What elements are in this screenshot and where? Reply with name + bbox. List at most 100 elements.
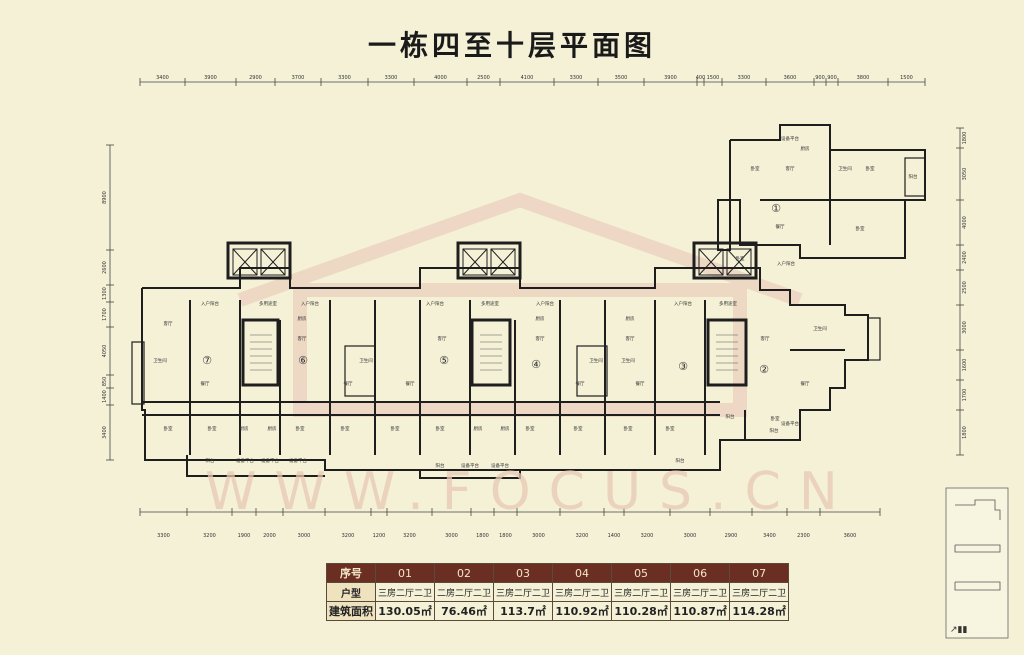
dim-label: 3200 xyxy=(203,533,216,539)
room-label: 多用途室 xyxy=(481,300,499,307)
table-header-cell: 04 xyxy=(552,563,613,583)
dim-label: 4100 xyxy=(521,75,534,81)
table-cell: 三房二厅二卫 xyxy=(611,582,672,602)
dim-label: 3400 xyxy=(156,75,169,81)
room-label: 卧室 xyxy=(296,425,305,432)
room-label: 设备平台 xyxy=(491,462,509,469)
dim-label: 2500 xyxy=(962,281,968,294)
table-header-cell: 07 xyxy=(729,563,790,583)
dim-label: 2500 xyxy=(477,75,490,81)
dim-label: 1400 xyxy=(102,390,108,403)
table-header-cell: 02 xyxy=(434,563,495,583)
dim-label: 3400 xyxy=(102,426,108,439)
watermark-logo xyxy=(237,192,803,417)
svg-text:↗▮▮: ↗▮▮ xyxy=(950,625,967,635)
dim-label: 3200 xyxy=(576,533,589,539)
room-label: 卧室 xyxy=(666,425,675,432)
dim-label: 4000 xyxy=(962,216,968,229)
table-row: 建筑面积 130.05㎡ 76.46㎡ 113.7㎡ 110.92㎡ 110.2… xyxy=(326,601,790,621)
dim-label: 3200 xyxy=(342,533,355,539)
room-label: 餐厅 xyxy=(576,380,585,387)
dim-label: 1300 xyxy=(102,287,108,300)
dim-label: 1500 xyxy=(707,75,720,81)
elevator-shafts xyxy=(232,248,752,276)
room-label: 设备平台 xyxy=(261,457,279,464)
dim-label: 2300 xyxy=(797,533,810,539)
room-label: 餐厅 xyxy=(406,380,415,387)
dim-label: 3000 xyxy=(684,533,697,539)
table-cell: 三房二厅二卫 xyxy=(670,582,731,602)
watermark-text: WWW.FOCUS.CN xyxy=(205,462,856,522)
dim-label: 3900 xyxy=(664,75,677,81)
dim-label: 850 xyxy=(102,377,108,387)
table-cell: 114.28㎡ xyxy=(729,601,790,621)
unit-marker: ② xyxy=(759,363,769,376)
room-label: 客厅 xyxy=(164,320,173,327)
dim-left-ticks: 8900 2600 1300 1700 4050 850 1400 3400 xyxy=(102,144,114,461)
unit-marker: ④ xyxy=(531,358,541,371)
dim-label: 1800 xyxy=(476,533,489,539)
room-label: 卫生间 xyxy=(153,357,167,364)
room-label: 厨房 xyxy=(626,315,635,322)
unit-area-table: 序号 01 02 03 04 05 06 07 户型 三房二厅二卫 二房二厅二卫… xyxy=(326,563,790,621)
room-label: 厨房 xyxy=(801,145,810,152)
dim-label: 4000 xyxy=(434,75,447,81)
room-label: 客厅 xyxy=(438,335,447,342)
dim-label: 3800 xyxy=(857,75,870,81)
dim-label: 8900 xyxy=(102,191,108,204)
dimension-lines xyxy=(109,81,961,513)
room-label: 卧室 xyxy=(866,165,875,172)
room-label: 餐厅 xyxy=(776,223,785,230)
room-label: 卫生间 xyxy=(813,325,827,332)
room-label: 卧室 xyxy=(208,425,217,432)
key-plan-thumbnail: ↗▮▮ xyxy=(945,487,1009,639)
elevator-cores xyxy=(226,241,758,387)
table-cell: 三房二厅二卫 xyxy=(552,582,613,602)
table-cell: 三房二厅二卫 xyxy=(729,582,790,602)
table-header-cell: 03 xyxy=(493,563,554,583)
room-label: 客厅 xyxy=(298,335,307,342)
room-label: 卧室 xyxy=(391,425,400,432)
room-label: 厨房 xyxy=(536,315,545,322)
table-header-row: 序号 01 02 03 04 05 06 07 xyxy=(326,563,790,583)
room-label: 卧室 xyxy=(436,425,445,432)
room-label: 设备平台 xyxy=(781,135,799,142)
unit-marker: ⑤ xyxy=(439,354,449,367)
room-label: 厨房 xyxy=(240,425,249,432)
dim-label: 3300 xyxy=(385,75,398,81)
stair-treads xyxy=(250,334,738,371)
room-label: 餐厅 xyxy=(801,380,810,387)
room-label: 入户阳台 xyxy=(426,300,444,307)
unit-marker: ① xyxy=(771,202,781,215)
dim-label: 1700 xyxy=(102,308,108,321)
dim-label: 3600 xyxy=(844,533,857,539)
room-label: 客厅 xyxy=(761,335,770,342)
dim-label: 1500 xyxy=(900,75,913,81)
dim-label: 3300 xyxy=(738,75,751,81)
table-header-cell: 01 xyxy=(374,563,436,583)
room-label: 设备平台 xyxy=(236,457,254,464)
dim-label: 3000 xyxy=(298,533,311,539)
dim-label: 1800 xyxy=(499,533,512,539)
room-label: 厨房 xyxy=(298,315,307,322)
dim-label: 3000 xyxy=(445,533,458,539)
table-header-cell: 06 xyxy=(670,563,731,583)
dim-label: 1800 xyxy=(962,426,968,439)
dim-label: 2600 xyxy=(102,261,108,274)
room-label: 卧室 xyxy=(736,255,745,262)
room-label: 厨房 xyxy=(501,425,510,432)
dim-label: 1900 xyxy=(238,533,251,539)
room-label: 卫生间 xyxy=(359,357,373,364)
dim-label: 4050 xyxy=(102,345,108,358)
table-row: 户型 三房二厅二卫 二房二厅二卫 三房二厅二卫 三房二厅二卫 三房二厅二卫 三房… xyxy=(326,582,790,602)
dim-label: 1700 xyxy=(962,389,968,402)
table-cell: 三房二厅二卫 xyxy=(493,582,554,602)
table-header-cell: 序号 xyxy=(326,563,376,583)
room-label: 设备平台 xyxy=(289,457,307,464)
room-label: 卧室 xyxy=(771,415,780,422)
room-label: 阳台 xyxy=(726,413,735,420)
dim-label: 3200 xyxy=(641,533,654,539)
dim-label: 3300 xyxy=(157,533,170,539)
